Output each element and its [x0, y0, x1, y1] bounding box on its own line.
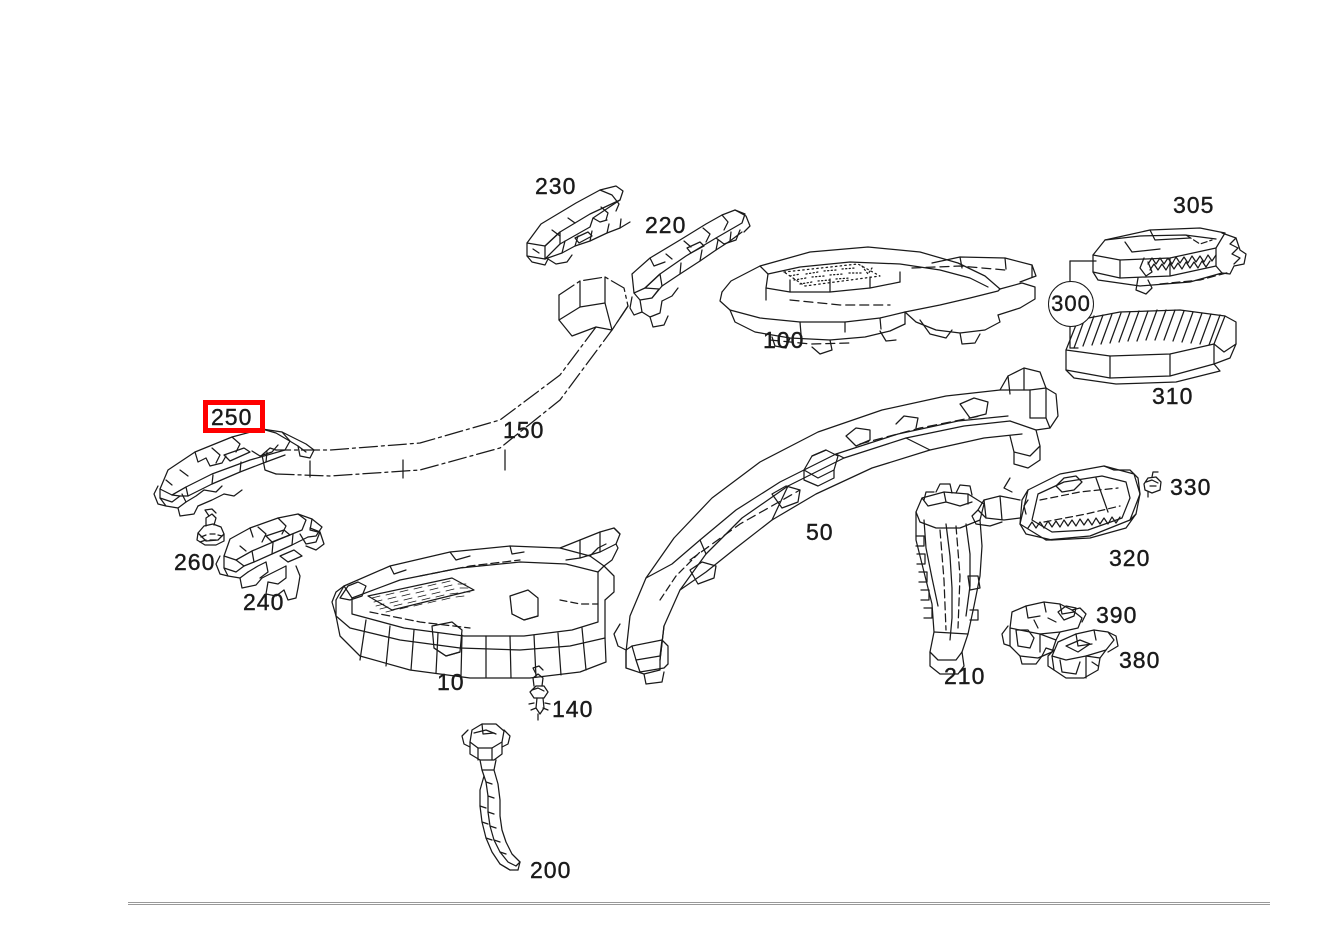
callout-10: 10	[437, 669, 465, 695]
part-230-drawing	[526, 185, 631, 266]
callout-305: 305	[1173, 192, 1215, 218]
callout-300-group: 300	[1048, 281, 1094, 327]
part-10-drawing	[331, 527, 621, 679]
footer-separator	[128, 902, 1270, 905]
callout-260: 260	[174, 549, 216, 575]
callout-140: 140	[552, 696, 594, 722]
part-220-drawing	[629, 209, 751, 328]
part-250-drawing	[153, 428, 315, 517]
group-300-leader	[1069, 260, 1097, 349]
part-320-drawing	[971, 465, 1141, 541]
part-310-drawing	[1065, 309, 1237, 385]
callout-240: 240	[243, 589, 285, 615]
part-200-drawing	[461, 723, 521, 871]
part-240-drawing	[215, 513, 325, 601]
callout-220: 220	[645, 212, 687, 238]
callout-320: 320	[1109, 545, 1151, 571]
part-150-tick-marks	[309, 449, 506, 479]
part-100-drawing	[719, 246, 1037, 355]
callout-50: 50	[806, 519, 834, 545]
callout-310: 310	[1152, 383, 1194, 409]
part-260-drawing	[196, 508, 225, 546]
part-390-drawing	[1001, 601, 1087, 665]
part-50-drawing	[613, 367, 1059, 685]
callout-100: 100	[763, 327, 805, 353]
callout-230: 230	[535, 173, 577, 199]
part-210-drawing	[915, 483, 985, 675]
callout-380: 380	[1119, 647, 1161, 673]
part-330-drawing	[1143, 471, 1162, 498]
part-380-drawing	[1047, 629, 1119, 679]
part-305-drawing	[1092, 227, 1247, 295]
callout-390: 390	[1096, 602, 1138, 628]
callout-150: 150	[503, 417, 545, 443]
callout-210: 210	[944, 663, 986, 689]
part-150-solid-edges	[261, 276, 613, 475]
part-140-drawing	[528, 665, 551, 721]
callout-250: 250	[211, 404, 253, 430]
callout-200: 200	[530, 857, 572, 883]
callout-330: 330	[1170, 474, 1212, 500]
